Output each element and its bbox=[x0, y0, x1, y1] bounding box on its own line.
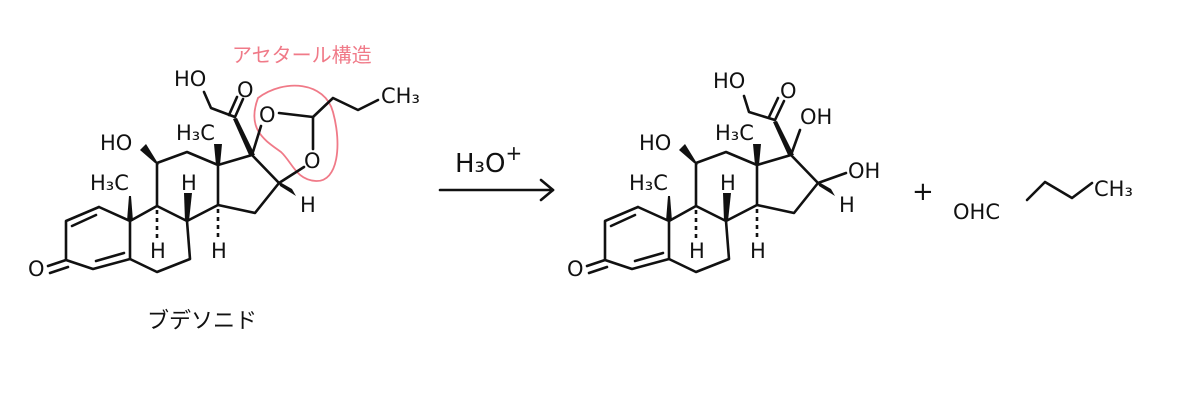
atom-label: H₃C bbox=[90, 171, 129, 195]
atom-label: H bbox=[300, 193, 316, 217]
atom-label: H bbox=[720, 171, 736, 195]
atom-label: H₃C bbox=[629, 171, 668, 195]
reaction-arrow bbox=[438, 178, 555, 202]
atom-label: O bbox=[304, 149, 321, 173]
reactant-budesonide: O HO H₃C H H H₃C H HO O O O H CH₃ bbox=[28, 67, 420, 281]
atom-label: HO bbox=[713, 69, 745, 93]
reactant-name: ブデソニド bbox=[147, 309, 257, 334]
atom-label: OH bbox=[800, 105, 832, 129]
atom-label: HO bbox=[174, 67, 206, 91]
atom-label: H bbox=[839, 193, 855, 217]
atom-label: CH₃ bbox=[381, 84, 420, 108]
atom-label: OHC bbox=[953, 200, 1000, 224]
atom-label: HO bbox=[639, 131, 671, 155]
plus-sign: + bbox=[912, 177, 934, 207]
atom-label: CH₃ bbox=[1094, 177, 1133, 201]
acetal-highlight-circle bbox=[253, 84, 339, 182]
atom-label: HO bbox=[100, 131, 132, 155]
atom-label: H₃C bbox=[715, 121, 754, 145]
byproduct-butanal: OHC CH₃ bbox=[953, 177, 1133, 224]
atom-label: O bbox=[237, 78, 254, 102]
reagent-label: H₃O+ bbox=[455, 141, 522, 179]
acetal-annotation-label: アセタール構造 bbox=[232, 43, 372, 67]
atom-label: OH bbox=[848, 159, 880, 183]
atom-label: O bbox=[259, 103, 276, 127]
atom-label: H bbox=[150, 239, 166, 263]
atom-label: H bbox=[689, 239, 705, 263]
atom-label: O bbox=[28, 257, 45, 281]
atom-label: H bbox=[750, 239, 766, 263]
product-steroid: O HO H₃C H H H₃C H HO O OH OH H bbox=[567, 69, 880, 281]
atom-label: O bbox=[567, 257, 584, 281]
atom-label: H₃C bbox=[176, 121, 215, 145]
atom-label: H bbox=[211, 239, 227, 263]
atom-label: O bbox=[780, 79, 797, 103]
atom-label: H bbox=[181, 171, 197, 195]
